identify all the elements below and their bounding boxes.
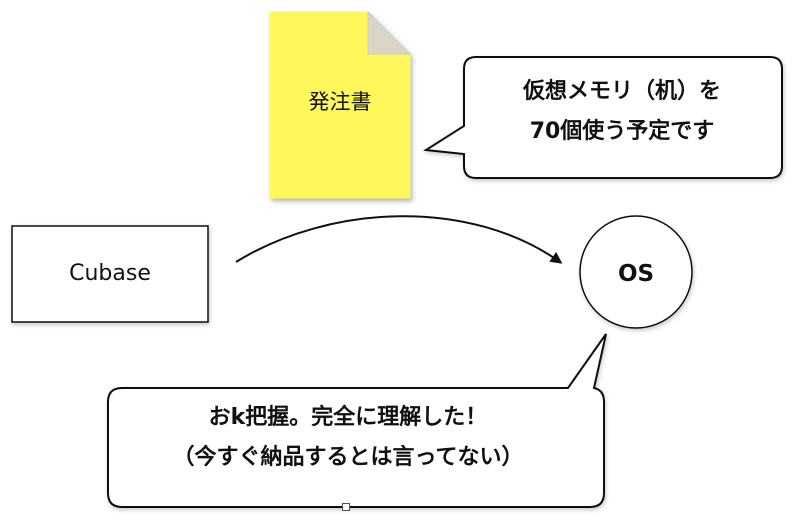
document-label: 発注書 [308,90,372,114]
speech-bubble-bottom-text: おk把握。完全に理解した！ （今すぐ納品するとは言ってない） [108,398,588,478]
purchase-order-document [269,10,412,199]
speech-bubble-bottom [107,333,607,508]
request-arrow [235,215,563,264]
cubase-box [11,225,209,323]
cubase-label: Cubase [69,261,151,286]
speech-bubble-bottom-line-2: （今すぐ納品するとは言ってない） [172,445,524,470]
os-label: OS [617,261,655,287]
selection-handle-icon[interactable] [342,503,350,511]
speech-bubble-top-line-2: 70個使う予定です [529,119,715,144]
os-circle [579,215,693,329]
speech-bubble-top [423,56,783,179]
document-sheet [269,11,411,199]
speech-bubble-top-text: 仮想メモリ（机）を 70個使う予定です [462,72,782,152]
speech-bubble-top-line-1: 仮想メモリ（机）を [522,79,721,104]
document-fold-corner [367,10,412,55]
speech-bubble-bottom-line-1: おk把握。完全に理解した！ [208,405,488,430]
